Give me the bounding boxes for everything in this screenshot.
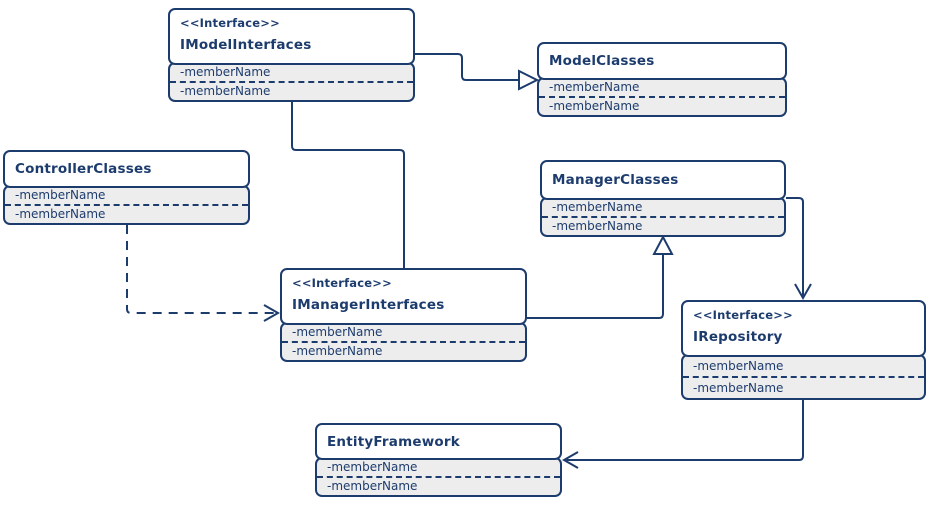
connector-imodelinterfaces-modelclasses bbox=[415, 53, 518, 81]
class-name: ManagerClasses bbox=[552, 172, 679, 188]
open-arrowhead bbox=[561, 451, 579, 469]
class-title: <<Interface>> IModelInterfaces bbox=[168, 8, 415, 65]
class-members: -memberName -memberName bbox=[315, 457, 562, 497]
class-title: ModelClasses bbox=[537, 42, 787, 80]
class-members: -memberName -memberName bbox=[681, 354, 926, 400]
member-row: -memberName bbox=[539, 96, 785, 115]
class-modelclasses: ModelClasses -memberName -memberName bbox=[537, 42, 787, 117]
class-title: EntityFramework bbox=[315, 423, 562, 460]
class-name: ModelClasses bbox=[549, 53, 655, 69]
class-irepository: <<Interface>> IRepository -memberName -m… bbox=[681, 300, 926, 400]
open-arrowhead bbox=[794, 283, 812, 301]
class-members: -memberName -memberName bbox=[280, 322, 527, 362]
class-entityframework: EntityFramework -memberName -memberName bbox=[315, 423, 562, 497]
member-row: -memberName bbox=[15, 188, 106, 202]
class-title: <<Interface>> IRepository bbox=[681, 300, 926, 357]
stereotype-label: <<Interface>> bbox=[292, 276, 392, 290]
member-row: -memberName bbox=[549, 80, 640, 94]
connector-managerclasses-irepository bbox=[786, 197, 804, 297]
class-managerclasses: ManagerClasses -memberName -memberName bbox=[540, 160, 786, 237]
class-name: EntityFramework bbox=[327, 433, 460, 450]
class-controllerclasses: ControllerClasses -memberName -memberNam… bbox=[3, 150, 250, 225]
member-row: -memberName bbox=[5, 204, 248, 223]
class-name: IManagerInterfaces bbox=[292, 297, 445, 313]
member-row: -memberName bbox=[683, 376, 924, 398]
class-imanagerinterfaces: <<Interface>> IManagerInterfaces -member… bbox=[280, 268, 527, 362]
member-row: -memberName bbox=[317, 476, 560, 495]
connector-irepository-entityframework bbox=[566, 400, 804, 461]
hollow-triangle-arrowhead bbox=[652, 234, 674, 255]
member-row: -memberName bbox=[180, 65, 271, 79]
connector-imodelinterfaces-imanagerinterfaces bbox=[291, 101, 405, 268]
class-members: -memberName -memberName bbox=[537, 77, 787, 117]
connector-controllerclasses-imanagerinterfaces bbox=[126, 225, 276, 314]
class-members: -memberName -memberName bbox=[3, 185, 250, 225]
member-row: -memberName bbox=[693, 359, 784, 373]
member-row: -memberName bbox=[327, 460, 418, 474]
stereotype-label: <<Interface>> bbox=[693, 308, 793, 322]
open-arrowhead bbox=[263, 304, 281, 322]
connector-imanagerinterfaces-managerclasses bbox=[527, 254, 664, 319]
class-title: ManagerClasses bbox=[540, 160, 786, 200]
member-row: -memberName bbox=[170, 81, 413, 100]
member-row: -memberName bbox=[292, 325, 383, 339]
member-row: -memberName bbox=[552, 200, 643, 214]
class-members: -memberName -memberName bbox=[168, 62, 415, 102]
class-imodelinterfaces: <<Interface>> IModelInterfaces -memberNa… bbox=[168, 8, 415, 102]
class-name: IModelInterfaces bbox=[180, 37, 312, 53]
stereotype-label: <<Interface>> bbox=[180, 16, 280, 30]
hollow-triangle-arrowhead bbox=[518, 69, 540, 91]
class-name: ControllerClasses bbox=[15, 161, 152, 177]
class-title: ControllerClasses bbox=[3, 150, 250, 188]
member-row: -memberName bbox=[282, 341, 525, 360]
class-title: <<Interface>> IManagerInterfaces bbox=[280, 268, 527, 325]
class-members: -memberName -memberName bbox=[540, 197, 786, 237]
class-name: IRepository bbox=[693, 329, 783, 345]
member-row: -memberName bbox=[542, 216, 784, 235]
